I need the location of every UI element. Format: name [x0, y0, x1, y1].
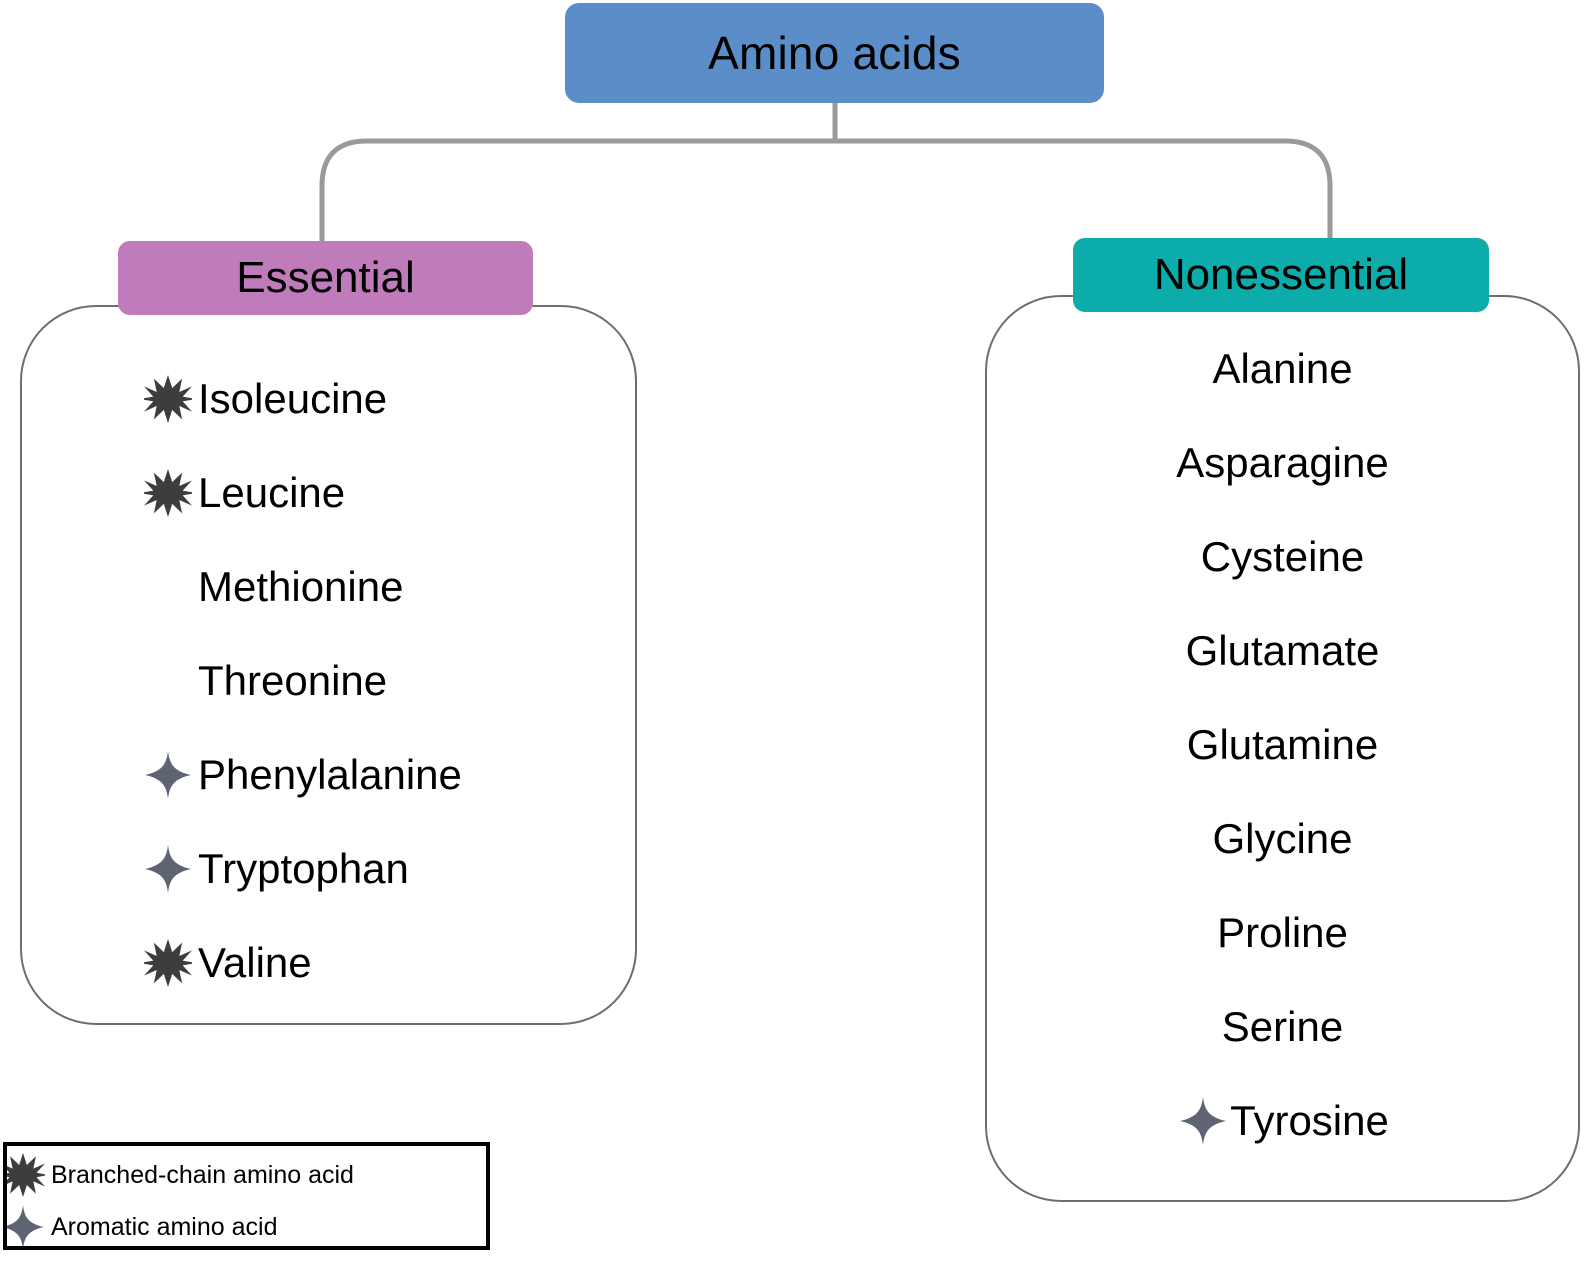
no-marker	[138, 559, 198, 615]
nonessential-amino-acid-list: Alanine Asparagine Cysteine Glutamate Gl…	[985, 322, 1580, 1168]
amino-acid-name: Tyrosine	[1230, 1097, 1389, 1144]
list-item[interactable]: Valine	[20, 916, 637, 1010]
legend-label: Aromatic amino acid	[51, 1212, 278, 1241]
nonessential-group-header[interactable]: Nonessential	[1073, 238, 1489, 312]
branched-chain-star-icon	[138, 935, 198, 991]
amino-acid-name: Tryptophan	[198, 845, 409, 892]
list-item[interactable]: Cysteine	[985, 510, 1580, 604]
list-item[interactable]: Methionine	[20, 540, 637, 634]
essential-group-header[interactable]: Essential	[118, 241, 533, 315]
list-item[interactable]: Tyrosine	[985, 1074, 1580, 1168]
amino-acid-name: Isoleucine	[198, 375, 388, 422]
list-item[interactable]: Proline	[985, 886, 1580, 980]
amino-acid-name: Cysteine	[1200, 533, 1365, 580]
legend-entry-aromatic: Aromatic amino acid	[7, 1205, 278, 1246]
list-item[interactable]: Isoleucine	[20, 352, 637, 446]
amino-acid-name: Serine	[1221, 1003, 1344, 1050]
list-item[interactable]: Asparagine	[985, 416, 1580, 510]
amino-acid-name: Proline	[1217, 909, 1348, 956]
list-item[interactable]: Tryptophan	[20, 822, 637, 916]
list-item[interactable]: Glycine	[985, 792, 1580, 886]
connector-path-group	[319, 100, 1333, 246]
list-item[interactable]: Phenylalanine	[20, 728, 637, 822]
branched-chain-star-icon	[138, 465, 198, 521]
aromatic-sparkle-icon	[138, 841, 198, 897]
no-marker	[138, 653, 198, 709]
aromatic-sparkle-icon	[138, 747, 198, 803]
amino-acid-name: Glycine	[1212, 815, 1353, 862]
list-item[interactable]: Threonine	[20, 634, 637, 728]
amino-acid-name: Leucine	[198, 469, 346, 516]
list-item[interactable]: Leucine	[20, 446, 637, 540]
list-item[interactable]: Serine	[985, 980, 1580, 1074]
aromatic-sparkle-icon	[7, 1205, 51, 1246]
root-node-label: Amino acids	[708, 27, 961, 79]
connector-bracket	[319, 138, 1333, 246]
essential-amino-acid-list: Isoleucine Leucine Methionine Threonine	[20, 352, 637, 1010]
nonessential-group-label: Nonessential	[1153, 250, 1409, 299]
amino-acid-name: Valine	[198, 939, 312, 986]
legend-box: Branched-chain amino acid Aromatic amino…	[3, 1142, 490, 1250]
branched-chain-star-icon	[138, 371, 198, 427]
aromatic-sparkle-icon	[1176, 1093, 1230, 1149]
amino-acid-name: Glutamate	[1185, 627, 1380, 674]
amino-acid-name: Alanine	[1212, 345, 1353, 392]
amino-acid-name: Threonine	[198, 657, 388, 704]
legend-label: Branched-chain amino acid	[51, 1160, 354, 1189]
amino-acid-name: Phenylalanine	[198, 751, 462, 798]
amino-acid-name: Glutamine	[1186, 721, 1379, 768]
root-node-amino-acids[interactable]: Amino acids	[565, 3, 1104, 103]
amino-acid-name: Methionine	[198, 563, 404, 610]
list-item[interactable]: Glutamate	[985, 604, 1580, 698]
legend-entry-branched-chain: Branched-chain amino acid	[7, 1153, 354, 1197]
branched-chain-star-icon	[7, 1153, 51, 1197]
amino-acid-name: Asparagine	[1176, 439, 1389, 486]
list-item[interactable]: Glutamine	[985, 698, 1580, 792]
list-item[interactable]: Alanine	[985, 322, 1580, 416]
essential-group-label: Essential	[236, 253, 415, 302]
